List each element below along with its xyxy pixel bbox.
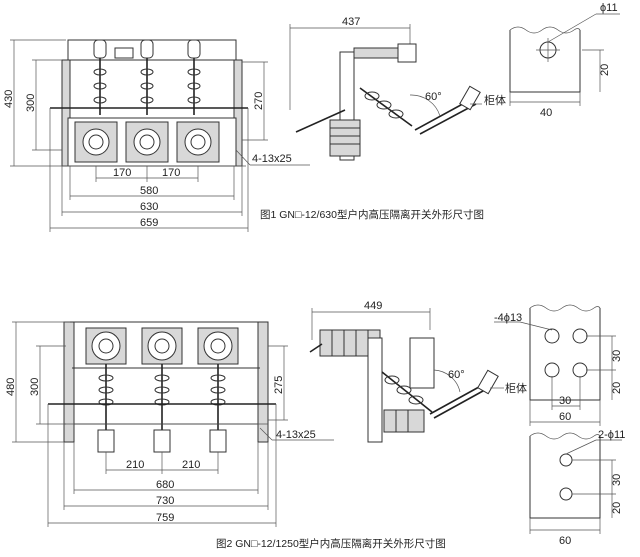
fig1-dim-height-inner: 300 xyxy=(25,94,37,112)
fig1-hole-dia: ϕ11 xyxy=(600,2,618,14)
fig2-side-width: 449 xyxy=(364,300,382,312)
fig2-dim-width-base: 730 xyxy=(156,495,174,507)
fig2-hole-b-v1: 30 xyxy=(611,474,623,486)
fig2-side-cabinet: 柜体 xyxy=(505,381,527,395)
figure2: 480 300 275 210 210 680 730 xyxy=(5,300,625,550)
fig1-side-angle: 60° xyxy=(425,91,442,103)
fig1-hole-width: 40 xyxy=(540,107,552,119)
fig2-pole-1 xyxy=(85,327,127,453)
fig1-hole-offset: 20 xyxy=(599,64,611,76)
fig2-side-view: 449 60° 柜体 xyxy=(309,300,527,443)
fig2-hole-b-width: 60 xyxy=(559,535,571,547)
fig1-blade-1 xyxy=(93,39,107,115)
fig2-caption: 图2 GN□-12/1250型户内高压隔离开关外形尺寸图 xyxy=(216,537,446,550)
fig1-dim-pitch1: 170 xyxy=(113,167,131,179)
fig2-hole-a-h1: 30 xyxy=(559,395,571,407)
fig2-holes-label: 4-13x25 xyxy=(276,429,316,441)
fig1-dim-height-total: 430 xyxy=(3,90,15,108)
fig1-holes-label: 4-13x25 xyxy=(252,153,292,165)
fig1-dim-width-mount: 580 xyxy=(140,185,158,197)
fig2-front-view: 480 300 275 210 210 680 730 xyxy=(5,321,334,527)
fig1-hole-detail: ϕ11 20 40 xyxy=(509,2,620,119)
fig2-dim-pitch1: 210 xyxy=(126,459,144,471)
fig2-dim-width-mount: 680 xyxy=(156,479,174,491)
fig1-dim-width-total: 659 xyxy=(140,217,158,229)
fig1-dim-width-base: 630 xyxy=(140,201,158,213)
fig2-dim-pitch2: 210 xyxy=(182,459,200,471)
fig1-blade-3 xyxy=(187,39,201,115)
fig2-hole-a-v2: 20 xyxy=(611,382,623,394)
fig1-dim-height-right: 270 xyxy=(253,92,265,110)
fig2-dim-height-right: 275 xyxy=(273,376,285,394)
fig1-caption: 图1 GN□-12/630型户内高压隔离开关外形尺寸图 xyxy=(260,208,484,221)
fig2-hole-detail-b: 2-ϕ11 30 20 60 xyxy=(529,429,625,547)
fig2-hole-detail-a: -4ϕ13 30 20 30 60 xyxy=(494,304,623,426)
fig2-dim-height-total: 480 xyxy=(5,378,17,396)
fig2-dim-width-total: 759 xyxy=(156,512,174,524)
fig1-side-cabinet: 柜体 xyxy=(484,93,506,107)
fig2-side-angle: 60° xyxy=(448,369,465,381)
figure1: 430 300 270 170 170 580 630 xyxy=(3,2,620,232)
fig2-pole-3 xyxy=(197,327,239,453)
fig2-hole-a-v1: 30 xyxy=(611,350,623,362)
fig2-pole-2 xyxy=(141,327,183,453)
fig1-blade-2 xyxy=(140,39,154,115)
fig2-hole-b-label: 2-ϕ11 xyxy=(598,429,625,441)
fig1-front-view: 430 300 270 170 170 580 630 xyxy=(3,39,310,232)
fig2-hole-b-v2: 20 xyxy=(611,502,623,514)
fig1-side-view: 437 60° 柜体 xyxy=(289,16,506,161)
fig2-dim-height-inner: 300 xyxy=(29,378,41,396)
fig1-side-width: 437 xyxy=(342,16,360,28)
fig1-dim-pitch2: 170 xyxy=(162,167,180,179)
fig2-hole-a-h2: 60 xyxy=(559,411,571,423)
fig2-hole-a-label: -4ϕ13 xyxy=(494,312,522,324)
